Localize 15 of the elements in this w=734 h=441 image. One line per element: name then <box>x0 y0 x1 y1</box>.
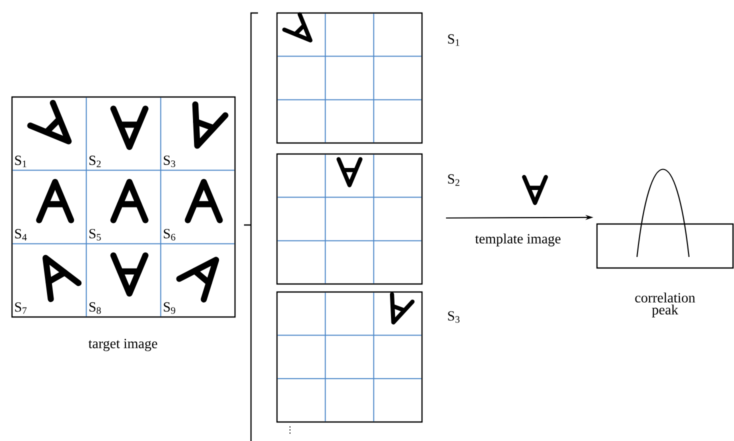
cell-label: S$_{8}$ <box>89 302 101 314</box>
grid-label: S$_{2}$ <box>448 174 460 186</box>
cell-label: S$_{9}$ <box>164 302 176 314</box>
cell-label: S$_{6}$ <box>164 228 176 240</box>
grid-label: S$_{3}$ <box>448 311 460 323</box>
edge-label: template image <box>474 232 562 248</box>
cell-label: S$_{1}$ <box>15 156 26 168</box>
node-label: target image <box>88 338 158 352</box>
node-label: correlation peak <box>635 292 696 318</box>
cell-label: S$_{7}$ <box>15 302 27 314</box>
cell-label: S$_{2}$ <box>89 156 101 168</box>
cell-label: S$_{3}$ <box>164 156 176 168</box>
cell-label: S$_{5}$ <box>89 228 101 240</box>
grid-label: S$_{1}$ <box>448 34 460 46</box>
cell-label: S$_{4}$ <box>15 229 27 240</box>
